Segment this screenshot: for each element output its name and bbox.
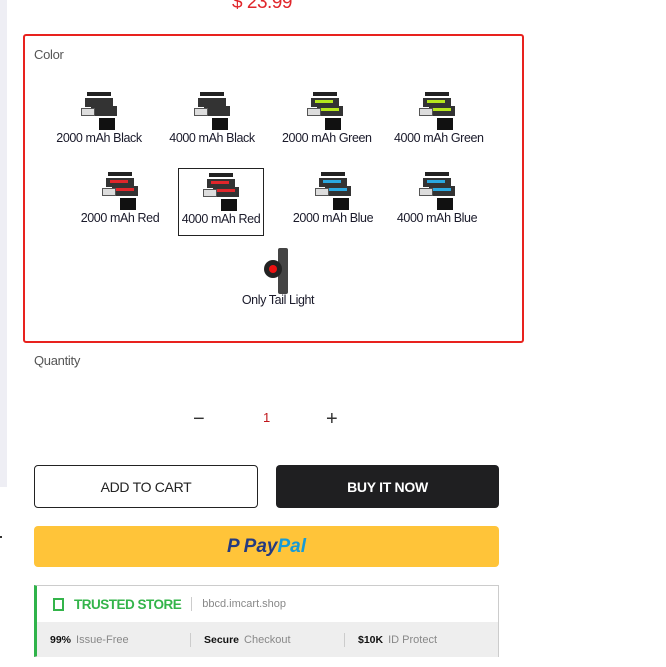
color-option-label: 2000 mAh Green: [282, 131, 372, 145]
badge-secure-checkout: Secure Checkout: [191, 632, 345, 647]
product-thumbnail: [192, 92, 232, 132]
product-thumbnail: [417, 172, 457, 212]
badge-strong: 99%: [50, 633, 72, 646]
color-option[interactable]: 2000 mAh Green: [282, 88, 372, 156]
quantity-value[interactable]: 1: [263, 410, 271, 425]
quantity-decrease-button[interactable]: −: [193, 408, 205, 430]
color-option[interactable]: 2000 mAh Red: [77, 168, 163, 236]
color-option[interactable]: 4000 mAh Red: [178, 168, 264, 236]
color-option-label: 4000 mAh Green: [394, 131, 484, 145]
product-thumbnail: [201, 173, 241, 213]
product-thumbnail: [417, 92, 457, 132]
color-option-label: 2000 mAh Red: [80, 211, 160, 225]
badge-strong: $10K: [358, 633, 384, 646]
paypal-text-pal: Pal: [277, 535, 307, 557]
paypal-logo-icon: P: [226, 535, 240, 557]
badge-id-protect: $10K ID Protect: [345, 633, 498, 647]
add-to-cart-button[interactable]: ADD TO CART: [34, 465, 258, 508]
product-price: $ 23.99: [232, 0, 292, 13]
color-option-label: Only Tail Light: [241, 293, 315, 307]
color-option[interactable]: 4000 mAh Black: [169, 88, 255, 156]
color-option[interactable]: Only Tail Light: [235, 248, 321, 310]
color-option-label: 2000 mAh Black: [56, 131, 142, 145]
quantity-increase-button[interactable]: +: [326, 408, 338, 430]
color-option-label: 4000 mAh Blue: [396, 211, 478, 225]
color-option-label: 4000 mAh Black: [169, 131, 255, 145]
quantity-label: Quantity: [34, 353, 81, 368]
badge-issue-free: 99% Issue-Free: [37, 632, 191, 647]
trusted-store-badge: TRUSTED STORE bbcd.imcart.shop 99% Issue-…: [34, 585, 499, 657]
trusted-store-title: TRUSTED STORE: [74, 596, 182, 612]
color-option[interactable]: 4000 mAh Blue: [394, 168, 480, 236]
divider: [191, 597, 193, 611]
left-edge-strip: [0, 0, 7, 487]
badge-strong: Secure: [204, 633, 240, 646]
product-thumbnail: [305, 92, 345, 132]
badge-text: Issue-Free: [76, 633, 129, 646]
color-option-label: 4000 mAh Red: [181, 212, 261, 226]
color-label: Color: [34, 47, 64, 62]
buy-it-now-button[interactable]: BUY IT NOW: [276, 465, 499, 508]
color-option[interactable]: 4000 mAh Green: [394, 88, 484, 156]
shield-check-icon: [53, 597, 64, 611]
color-option-label: 2000 mAh Blue: [292, 211, 374, 225]
product-thumbnail: [313, 172, 353, 212]
color-selector-highlight: [23, 34, 524, 343]
badge-text: Checkout: [244, 633, 291, 646]
paypal-text-pay: Pay: [243, 535, 278, 557]
badge-text: ID Protect: [388, 633, 438, 646]
color-option[interactable]: 2000 mAh Black: [56, 88, 142, 156]
color-option[interactable]: 2000 mAh Blue: [290, 168, 376, 236]
tail-light-thumbnail: [258, 248, 298, 294]
product-thumbnail: [79, 92, 119, 132]
edge-dot: [0, 536, 2, 538]
product-thumbnail: [100, 172, 140, 212]
store-url: bbcd.imcart.shop: [202, 598, 287, 610]
